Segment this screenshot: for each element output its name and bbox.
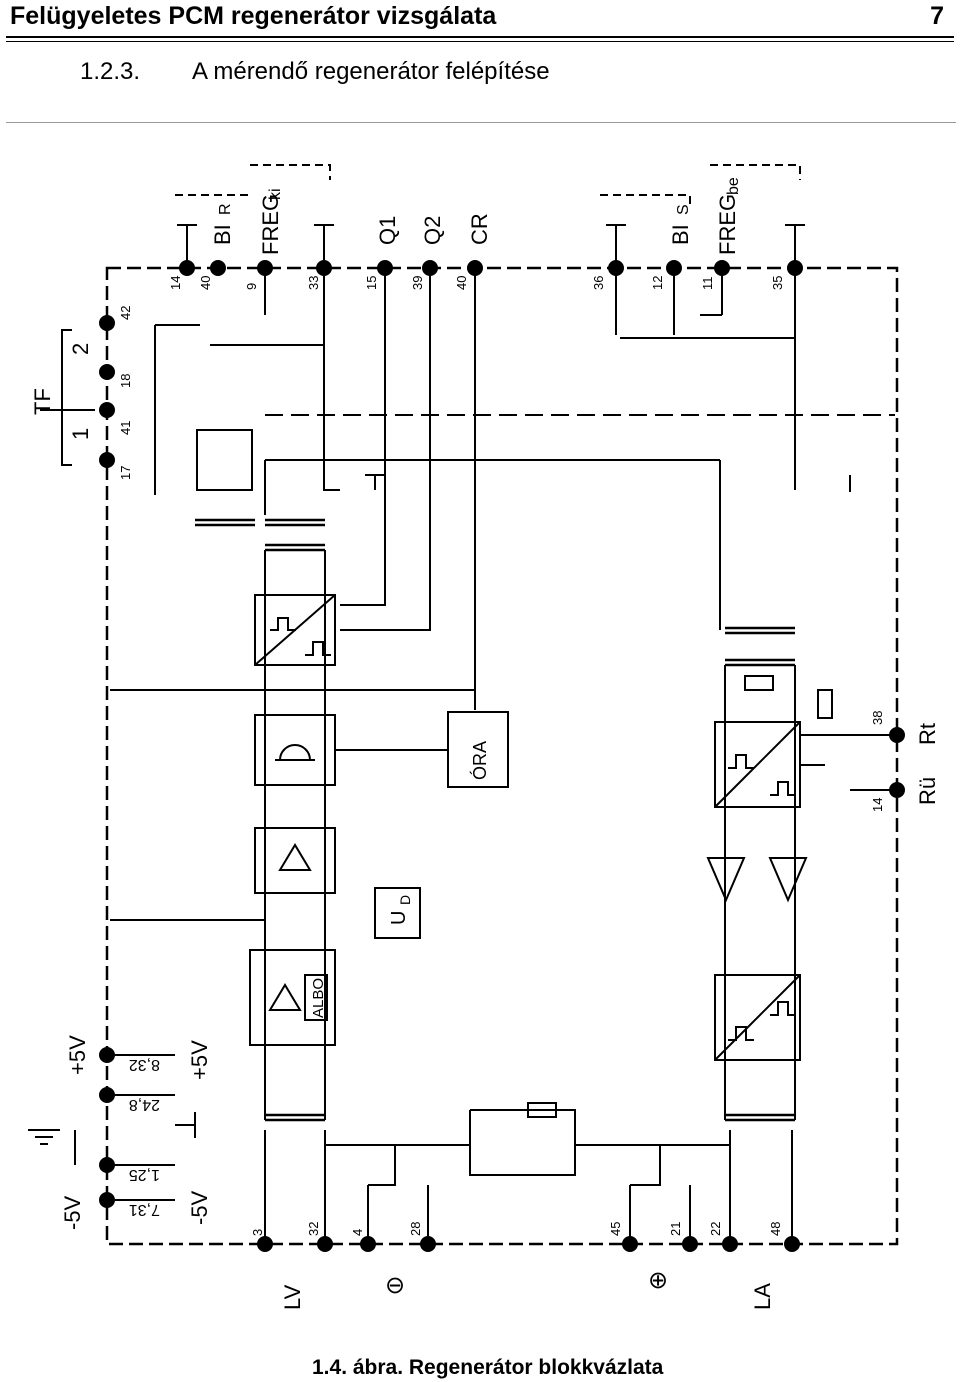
symbol-plus: ⊕	[648, 1267, 668, 1294]
resistor	[527, 1102, 557, 1118]
pin-48: 48	[768, 1222, 783, 1236]
label-d: D	[397, 895, 413, 905]
label-rt: Rt	[915, 723, 940, 745]
label-plus5v-left: +5V	[65, 1035, 90, 1075]
pin-40-top: 40	[198, 276, 213, 290]
pin-42: 42	[118, 306, 133, 320]
label-ora: ÓRA	[469, 741, 490, 780]
pin-36: 36	[591, 276, 606, 290]
label-plus5v-right: +5V	[187, 1040, 212, 1080]
left-connectors	[99, 315, 115, 1208]
buffer-2	[768, 857, 808, 903]
pin-18: 18	[118, 374, 133, 388]
pin-14-right: 14	[870, 798, 885, 812]
pin-39: 39	[410, 276, 425, 290]
pin-40-cr: 40	[454, 276, 469, 290]
pin-15: 15	[364, 276, 379, 290]
pin-3: 3	[250, 1229, 265, 1236]
figure-caption: 1.4. ábra. Regenerátor blokkvázlata	[312, 1356, 664, 1379]
pin-38: 38	[870, 711, 885, 725]
pin-12: 12	[650, 276, 665, 290]
header-rule-thin	[6, 41, 954, 42]
value-7-31: 7,31	[129, 1201, 160, 1218]
label-freg-ki: FREG	[258, 194, 283, 255]
tf-bracket	[61, 329, 72, 466]
label-bi-r: BI	[210, 224, 235, 245]
pin-33: 33	[306, 276, 321, 290]
pin-17: 17	[118, 466, 133, 480]
block-diagram-svg: BI FREG Q1 Q2 CR BI FREG R ki S be TF 1 …	[28, 164, 940, 1310]
label-sub-be: be	[725, 177, 742, 195]
ground-symbols	[177, 224, 851, 492]
ud-block	[374, 887, 421, 939]
block-diagram: BI FREG Q1 Q2 CR BI FREG R ki S be TF 1 …	[0, 130, 960, 1330]
pin-28: 28	[408, 1222, 423, 1236]
section-heading: 1.2.3. A mérendő regenerátor felépítése	[80, 58, 550, 86]
amplifier-block	[254, 827, 336, 894]
value-24-8: 24,8	[129, 1096, 160, 1113]
pin-22: 22	[708, 1222, 723, 1236]
label-1: 1	[68, 428, 93, 440]
label-tf: TF	[30, 388, 55, 415]
label-2: 2	[68, 343, 93, 355]
label-la: LA	[750, 1283, 775, 1310]
converter-block	[254, 594, 336, 666]
label-sub-r: R	[217, 203, 234, 215]
label-u: U	[388, 911, 410, 925]
pin-14-top: 14	[168, 276, 183, 290]
value-8-32: 8,32	[129, 1056, 160, 1073]
page-title: Felügyeletes PCM regenerátor vizsgálata	[10, 2, 497, 30]
decision-block	[254, 714, 336, 786]
label-q1: Q1	[375, 216, 400, 245]
regenerator-frame	[105, 266, 899, 1246]
symbol-minus: ⊖	[385, 1272, 405, 1299]
lower-converter-block	[714, 974, 801, 1061]
section-number: 1.2.3.	[80, 58, 141, 85]
label-ru: Rü	[915, 777, 940, 805]
label-sub-ki: ki	[267, 188, 284, 200]
header-rule	[6, 36, 954, 38]
label-q2: Q2	[420, 216, 445, 245]
pin-32: 32	[306, 1222, 321, 1236]
pin-21: 21	[668, 1222, 683, 1236]
pin-45: 45	[608, 1222, 623, 1236]
albo-block	[249, 949, 336, 1046]
pin-9: 9	[244, 283, 259, 290]
page-number: 7	[930, 2, 944, 30]
label-minus5v-left: -5V	[60, 1195, 85, 1230]
label-sub-s: S	[675, 204, 692, 215]
section-rule	[6, 122, 956, 123]
label-freg-be: FREG	[715, 194, 740, 255]
pin-11: 11	[700, 277, 715, 291]
pin-41: 41	[118, 421, 133, 435]
label-minus5v-right: -5V	[187, 1190, 212, 1225]
pin-35: 35	[770, 276, 785, 290]
label-albo: ALBO	[310, 978, 327, 1018]
pin-4: 4	[350, 1229, 365, 1236]
label-lv: LV	[280, 1284, 305, 1310]
filter-block	[196, 429, 253, 491]
section-title: A mérendő regenerátor felépítése	[192, 58, 550, 85]
label-bi-s: BI	[668, 224, 693, 245]
label-cr: CR	[467, 213, 492, 245]
value-1-25: 1,25	[129, 1166, 160, 1183]
